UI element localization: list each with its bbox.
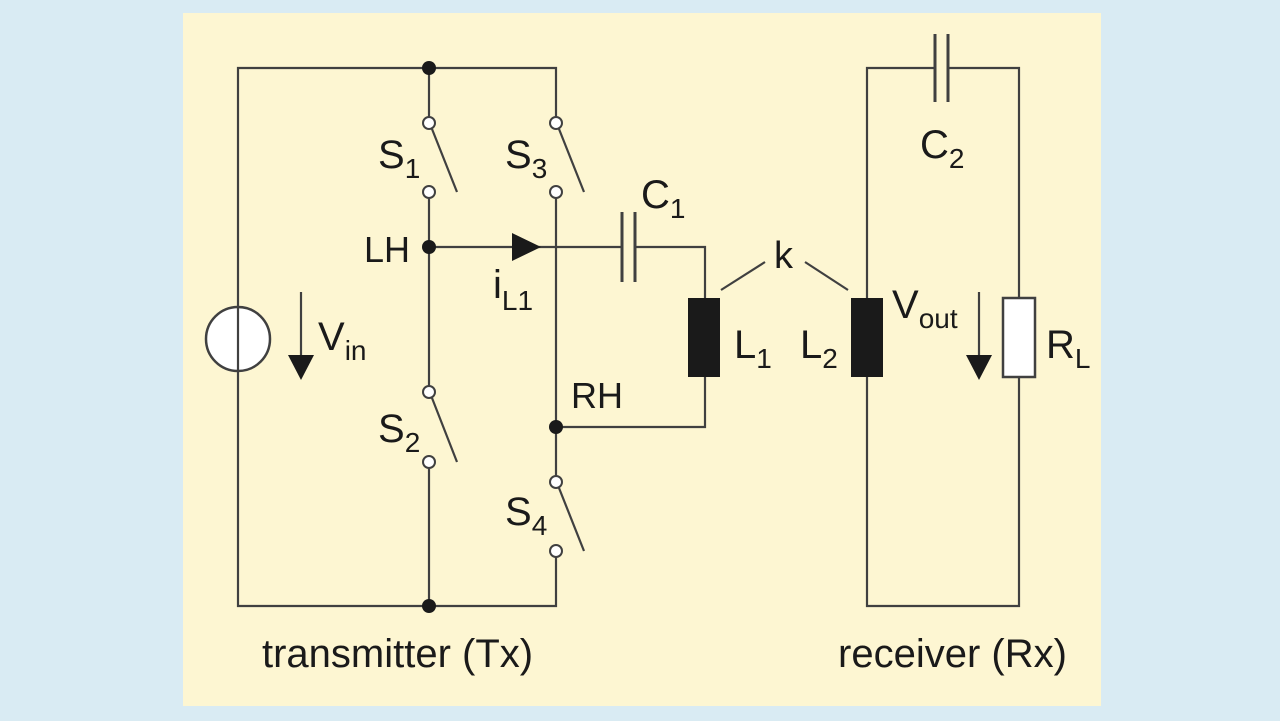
label-s4: S4 xyxy=(505,490,547,541)
label-c1: C1 xyxy=(641,173,685,224)
label-s1: S1 xyxy=(378,133,420,184)
resistor-rl xyxy=(1001,296,1037,379)
junction-dot xyxy=(422,599,436,613)
switch-s1 xyxy=(422,116,459,199)
label-s2: S2 xyxy=(378,407,420,458)
inductor-l1 xyxy=(688,298,720,377)
diagram-panel xyxy=(183,13,1101,706)
label-l1: L1 xyxy=(734,323,772,374)
switch-s2 xyxy=(422,385,459,469)
label-c2: C2 xyxy=(920,123,964,174)
label-lh: LH xyxy=(364,229,410,270)
switch-s3 xyxy=(549,116,586,199)
junction-dot-rh xyxy=(549,420,563,434)
label-l2: L2 xyxy=(800,323,838,374)
label-il1: iL1 xyxy=(493,263,533,316)
junction-dot xyxy=(422,61,436,75)
vout-arrow-icon xyxy=(966,355,992,380)
capacitor-c2 xyxy=(933,34,950,102)
rh-branch-wire xyxy=(556,377,707,429)
coupling-k xyxy=(720,261,849,291)
label-transmitter: transmitter (Tx) xyxy=(262,632,533,676)
label-s3: S3 xyxy=(505,133,547,184)
switch-s4 xyxy=(549,475,586,558)
label-receiver: receiver (Rx) xyxy=(838,632,1067,676)
capacitor-c1 xyxy=(620,212,637,282)
vin-arrow-icon xyxy=(288,355,314,380)
junction-dot-lh xyxy=(422,240,436,254)
label-rl: RL xyxy=(1046,323,1090,374)
label-vout: Vout xyxy=(892,283,958,334)
label-rh: RH xyxy=(571,375,623,416)
receiver-circuit xyxy=(851,34,1037,608)
voltage-source xyxy=(204,305,272,373)
current-arrow-icon xyxy=(512,233,541,261)
outer-loop-wire xyxy=(236,66,558,608)
transmitter-circuit xyxy=(204,61,720,613)
label-k: k xyxy=(774,235,794,277)
label-vin: Vin xyxy=(318,315,366,366)
inductor-l2 xyxy=(851,298,883,377)
receiver-loop-wire xyxy=(865,66,1021,608)
